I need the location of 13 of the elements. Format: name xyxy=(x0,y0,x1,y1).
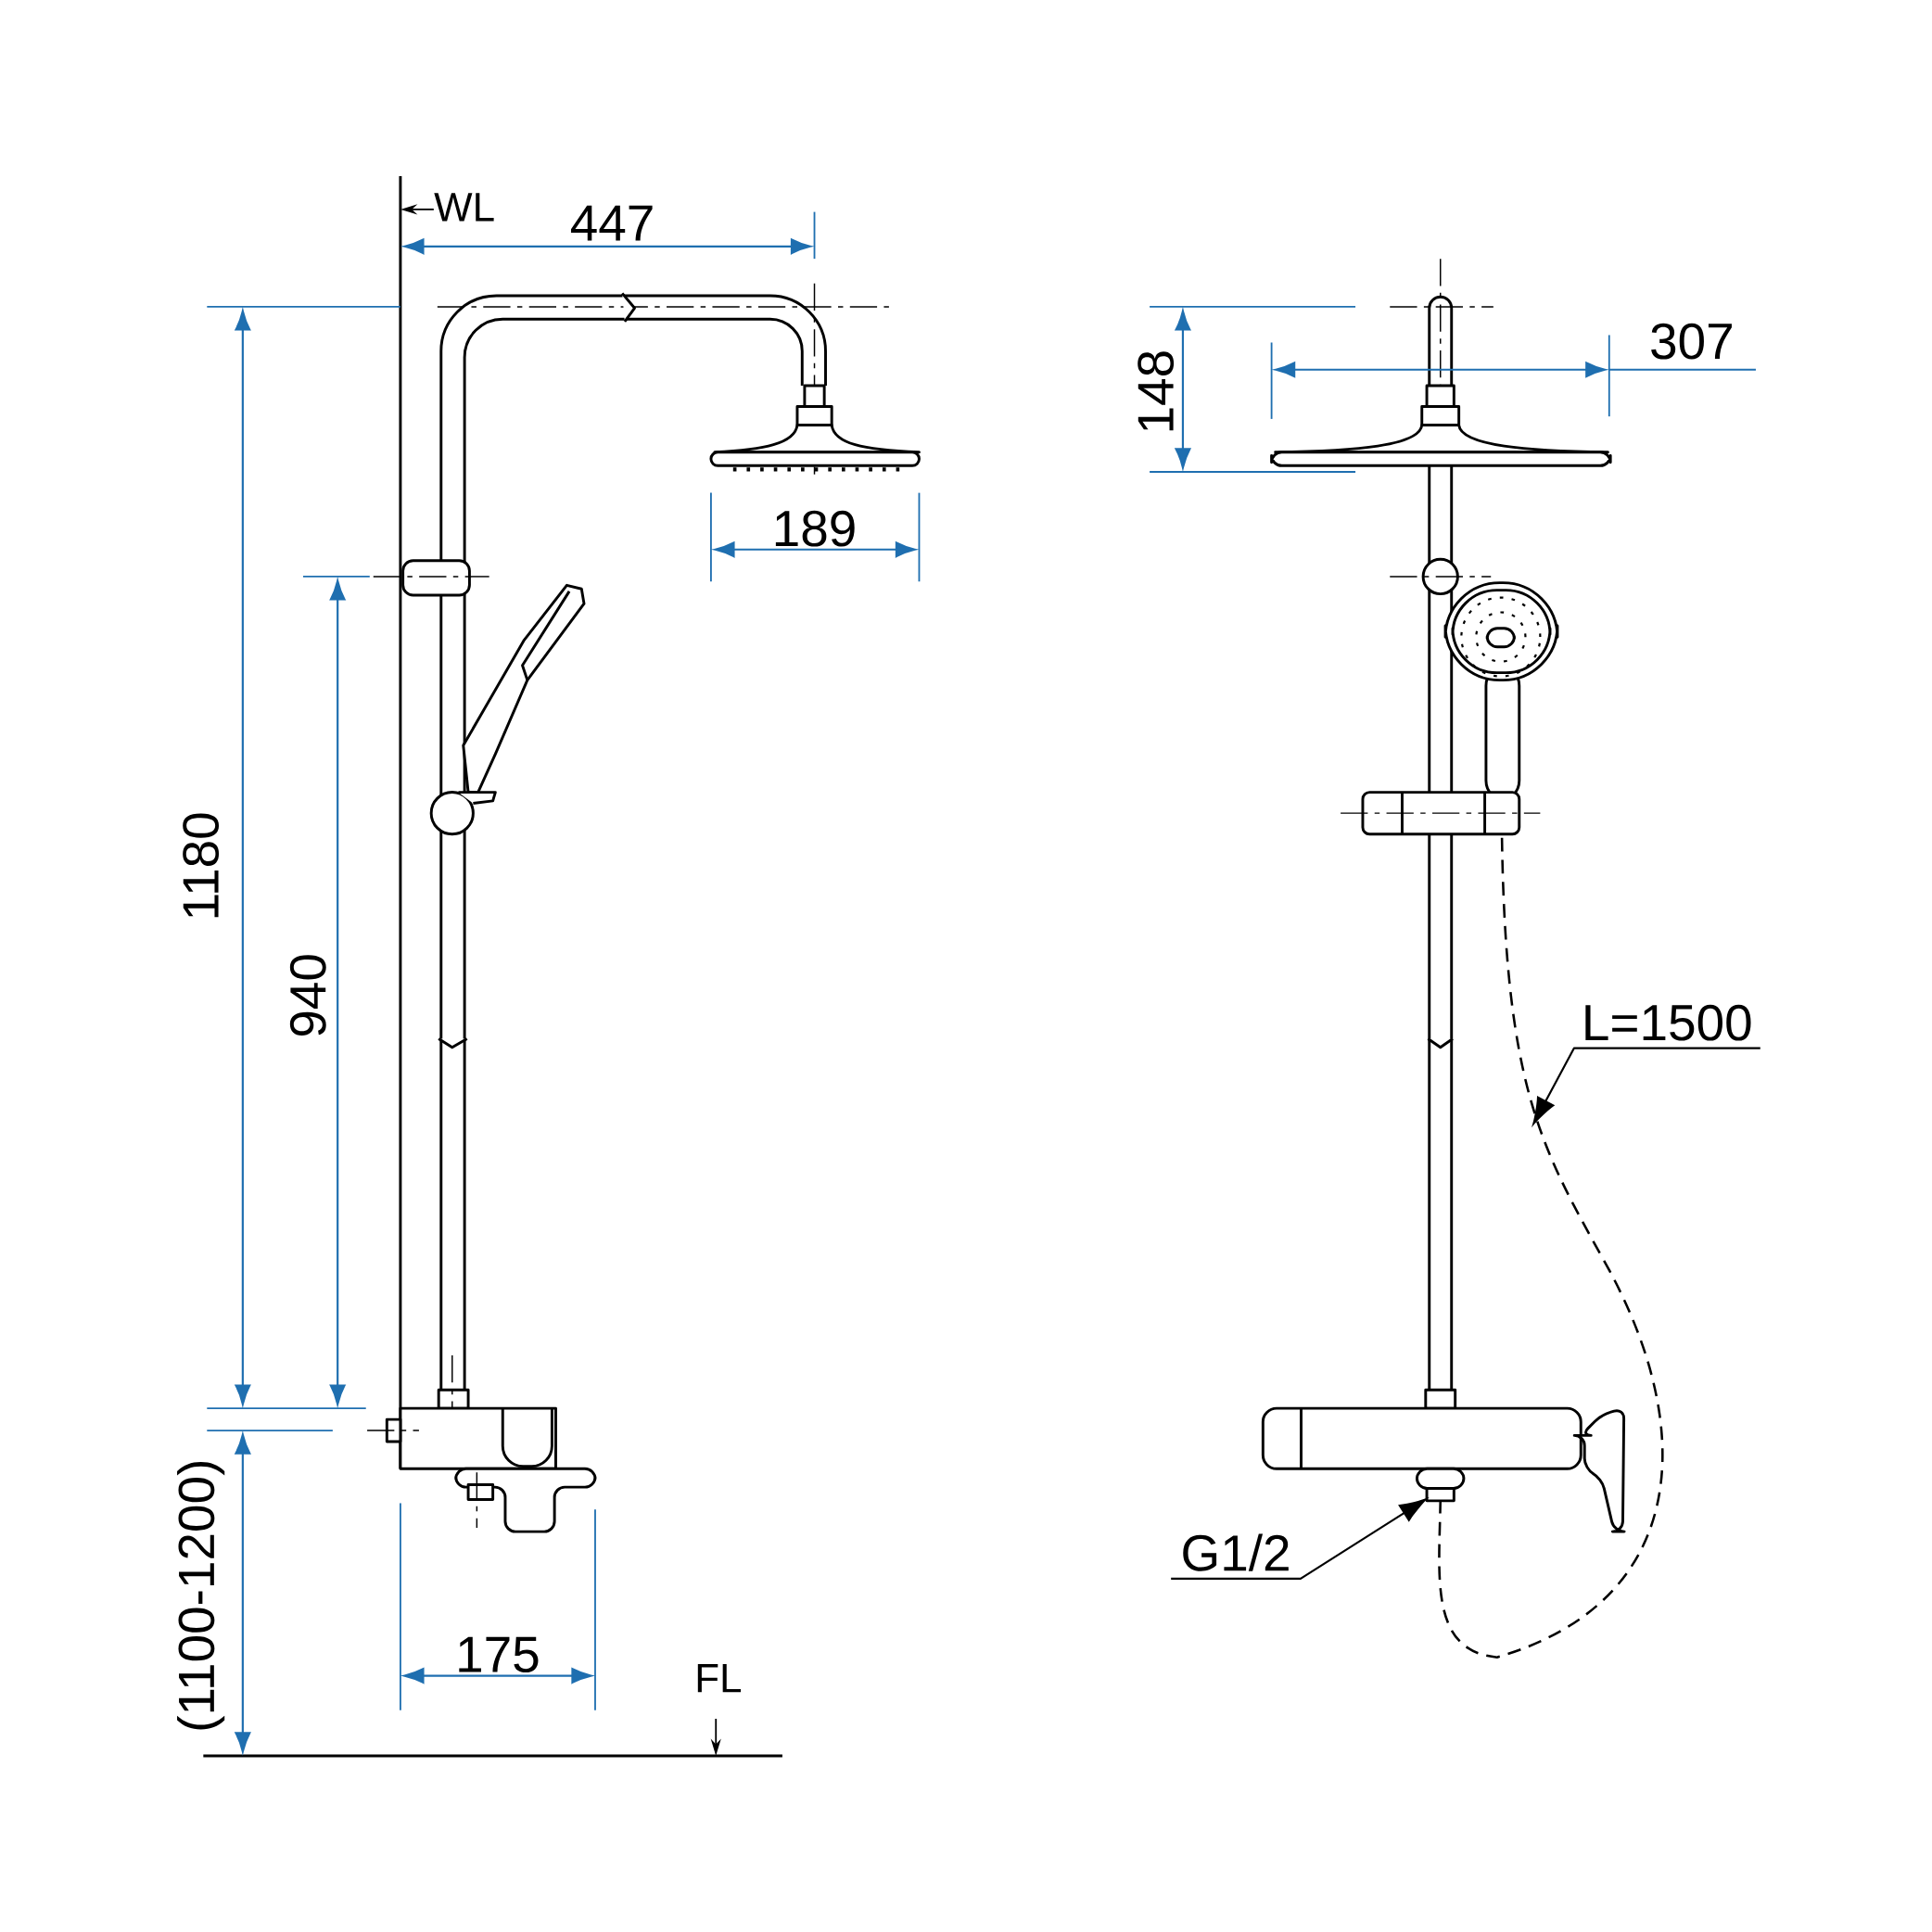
callout-text: G1/2 xyxy=(1183,1533,1289,1571)
dimension-value: 175 xyxy=(459,1636,539,1673)
dimension-value: 189 xyxy=(775,510,855,547)
dimension-label: WL xyxy=(434,193,494,222)
leader-line xyxy=(1171,1498,1427,1580)
dimension-label: FL xyxy=(697,1664,741,1693)
dimension-value: 940 xyxy=(289,955,326,1036)
dimension-value: 447 xyxy=(570,205,653,241)
dimension-value: (1100-1200) xyxy=(177,1462,225,1730)
dimension-value: 307 xyxy=(1651,323,1732,360)
dimension-value: 148 xyxy=(1138,351,1175,431)
dimension-value: 1180 xyxy=(183,813,220,918)
callout-text: L=1500 xyxy=(1585,1004,1751,1041)
